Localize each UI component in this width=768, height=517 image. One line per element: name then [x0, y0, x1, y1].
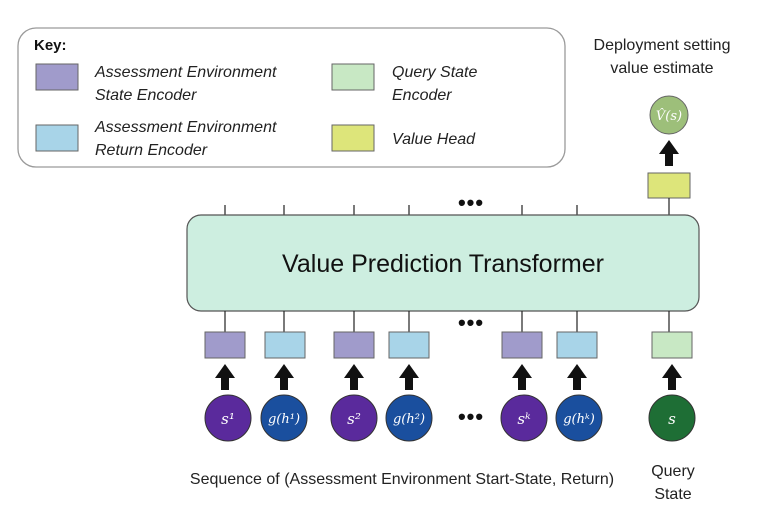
return-node-2-symbol: g(h²) — [393, 412, 425, 427]
value-head-box — [647, 172, 691, 199]
state-encoder-box-1 — [204, 331, 246, 359]
query-state-symbol: s — [668, 410, 676, 428]
state-node-k — [500, 394, 548, 442]
value-estimate-symbol: V̂(s) — [656, 108, 682, 124]
transformer-input-ticks — [224, 311, 670, 332]
input-arrows — [215, 364, 682, 390]
state-encoder-box-k — [501, 331, 543, 359]
legend-label-query-encoder-1: Query State — [392, 64, 477, 81]
legend-swatch-state-encoder — [35, 63, 79, 91]
arrow-to-output — [659, 140, 679, 166]
legend-swatch-value-head — [331, 124, 375, 152]
ellipsis-top: ••• — [458, 190, 484, 215]
legend-swatch-query-encoder — [331, 63, 375, 91]
legend-box: Key: Assessment Environment State Encode… — [17, 27, 566, 168]
legend-label-query-encoder-2: Encoder — [392, 87, 452, 104]
state-node-1-symbol: s¹ — [221, 410, 235, 428]
legend-label-state-encoder-1: Assessment Environment — [94, 64, 277, 81]
return-node-k-symbol: g(hᵏ) — [563, 412, 595, 427]
query-state-node — [648, 394, 696, 442]
return-encoder-box-2 — [388, 331, 430, 359]
legend-label-value-head: Value Head — [392, 131, 476, 148]
legend-title: Key: — [34, 37, 67, 54]
state-node-2-symbol: s² — [347, 410, 361, 428]
state-encoder-box-2 — [333, 331, 375, 359]
ellipsis-bottom: ••• — [458, 404, 484, 429]
legend-swatch-return-encoder — [35, 124, 79, 152]
value-prediction-transformer — [186, 214, 700, 312]
legend-label-state-encoder-2: State Encoder — [95, 87, 197, 104]
return-node-1 — [260, 394, 308, 442]
transformer-output-ticks — [224, 198, 670, 216]
ellipsis-middle: ••• — [458, 310, 484, 335]
query-encoder-box — [651, 331, 693, 359]
query-caption-line1: Query — [651, 463, 695, 480]
legend-label-return-encoder-2: Return Encoder — [95, 142, 208, 159]
return-encoder-box-k — [556, 331, 598, 359]
sequence-caption: Sequence of (Assessment Environment Star… — [190, 471, 614, 488]
legend-label-return-encoder-1: Assessment Environment — [94, 119, 277, 136]
return-node-2 — [385, 394, 433, 442]
state-node-1 — [204, 394, 252, 442]
return-encoder-box-1 — [264, 331, 306, 359]
output-label-line2: value estimate — [610, 60, 713, 77]
state-node-k-symbol: sᵏ — [517, 410, 531, 428]
value-estimate-node — [649, 95, 689, 135]
state-node-2 — [330, 394, 378, 442]
transformer-label: Value Prediction Transformer — [282, 250, 604, 278]
return-node-k — [555, 394, 603, 442]
return-node-1-symbol: g(h¹) — [268, 412, 300, 427]
query-caption-line2: State — [654, 486, 691, 503]
output-label-line1: Deployment setting — [594, 37, 731, 54]
